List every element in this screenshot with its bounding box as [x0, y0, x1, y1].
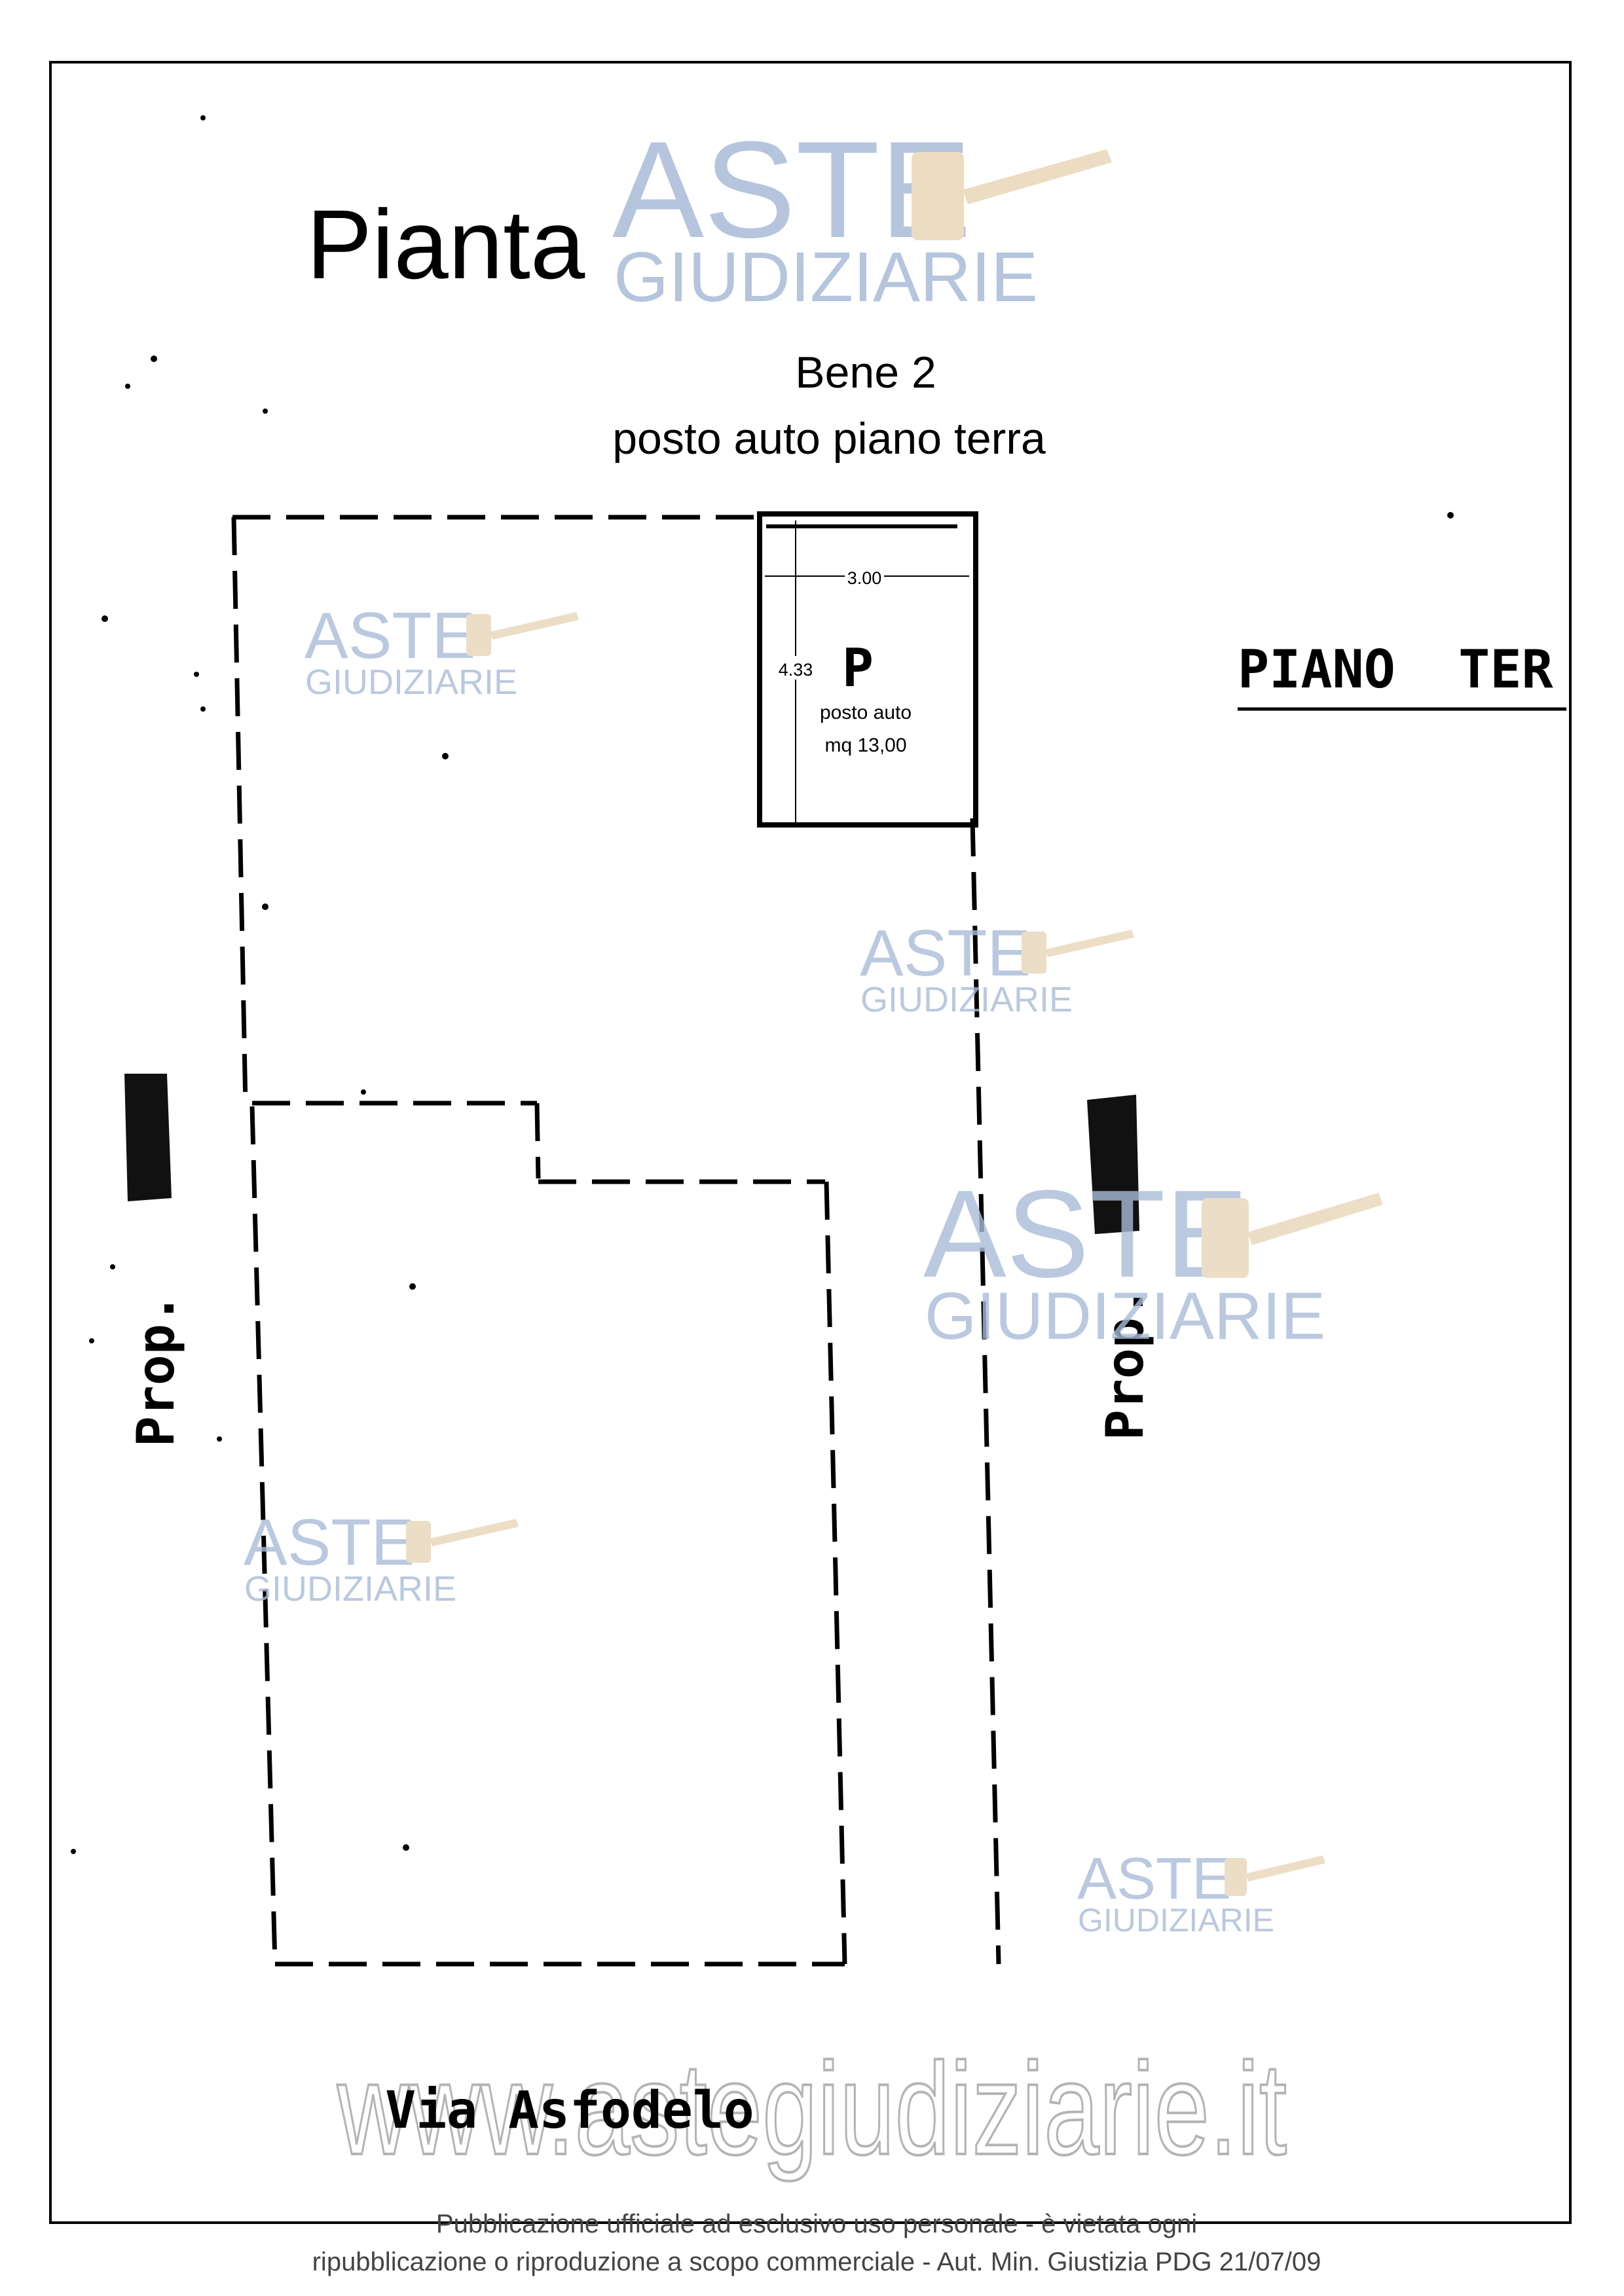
property-boundary	[231, 515, 1001, 1967]
parking-space-outline	[757, 511, 978, 828]
left-neighbor: Prop.	[124, 1074, 186, 1447]
watermark-brand-bottom: GIUDIZIARIE	[860, 980, 1073, 1019]
street-label: Via Asfodelo	[385, 2081, 754, 2140]
watermark-brand-bottom: GIUDIZIARIE	[305, 663, 517, 702]
watermark-brand-bottom: GIUDIZIARIE	[1078, 1902, 1274, 1939]
gavel-icon	[1202, 1193, 1383, 1278]
building-outline	[252, 1101, 847, 1965]
page-title: Pianta	[306, 189, 585, 299]
watermark-logo: ASTE GIUDIZIARIE	[612, 113, 1112, 316]
watermark-brand-top: ASTE	[860, 917, 1031, 990]
footer-line-2: ripubblicazione o riproduzione a scopo c…	[312, 2248, 1321, 2276]
parking-symbol: P	[842, 638, 874, 699]
redaction-scribble-left	[124, 1074, 172, 1201]
asset-description: posto auto piano terra	[612, 414, 1046, 464]
watermark-brand-bottom: GIUDIZIARIE	[925, 1279, 1325, 1353]
watermark-logo-small: ASTE GIUDIZIARIE	[1077, 1846, 1325, 1939]
watermark-brand-bottom: GIUDIZIARIE	[614, 237, 1038, 316]
watermark-brand-top: ASTE	[304, 599, 475, 672]
sheet-border	[49, 61, 1572, 2224]
right-neighbor: Prop.	[1087, 1095, 1155, 1440]
gavel-icon	[1022, 930, 1134, 974]
scan-specks	[71, 115, 1454, 1854]
watermark-logo-small: ASTE GIUDIZIARIE	[244, 1506, 519, 1609]
watermark-brand-bottom: GIUDIZIARIE	[244, 1569, 456, 1609]
asset-label: Bene 2	[795, 348, 936, 397]
left-neighbor-label: Prop.	[127, 1293, 186, 1447]
width-dimension: 3.00	[847, 568, 882, 588]
watermark-brand-top: ASTE	[923, 1165, 1248, 1303]
parking-area: mq 13,00	[824, 735, 906, 756]
gavel-icon	[1225, 1855, 1325, 1896]
watermark-logo-small: ASTE GIUDIZIARIE	[304, 599, 579, 702]
watermark-brand-top: ASTE	[1077, 1846, 1231, 1912]
redaction-scribble-right	[1087, 1095, 1139, 1234]
floor-label: PIANO TER	[1238, 639, 1553, 700]
watermark-brand-top: ASTE	[244, 1506, 415, 1579]
gavel-icon	[406, 1519, 519, 1563]
watermark-logo-medium: ASTE GIUDIZIARIE	[923, 1165, 1383, 1353]
parking-label: posto auto	[820, 702, 912, 723]
watermark-logo-small: ASTE GIUDIZIARIE	[860, 917, 1134, 1019]
parking-space: 3.00 4.33 P posto auto mq 13,00	[757, 511, 978, 828]
floor-label-clip: PIANO TER	[1238, 639, 1553, 700]
depth-dimension: 4.33	[779, 660, 813, 680]
site-watermark: www.astegiudiziarie.it	[337, 2036, 1287, 2182]
right-neighbor-label: Prop.	[1096, 1286, 1155, 1440]
gavel-icon	[912, 149, 1112, 240]
footer-line-1: Pubblicazione ufficiale ad esclusivo uso…	[436, 2210, 1197, 2238]
gavel-icon	[466, 612, 579, 656]
